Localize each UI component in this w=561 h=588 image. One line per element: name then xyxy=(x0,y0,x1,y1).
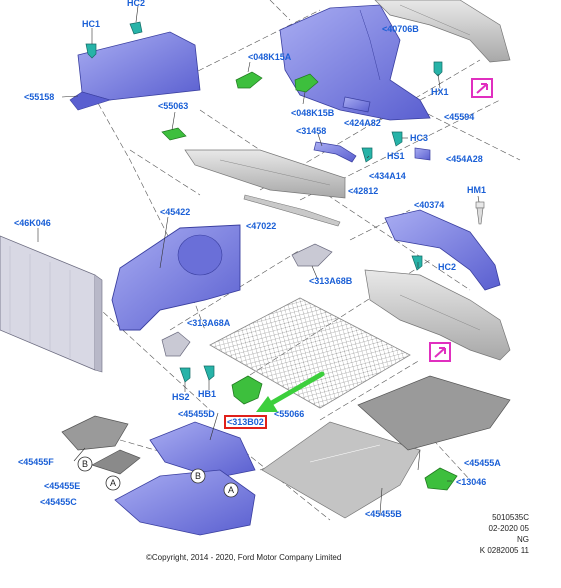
illustration-code: NG xyxy=(517,535,529,544)
part-55063-shape xyxy=(161,127,187,141)
body-structure-top xyxy=(374,0,511,63)
part-048K15A-shape xyxy=(235,71,263,89)
part-45455A-shape xyxy=(357,375,511,451)
circle-callouts: B A B A xyxy=(77,456,239,498)
callout-47022[interactable]: <47022 xyxy=(246,221,277,231)
callout-HS1[interactable]: HS1 xyxy=(387,151,405,161)
illustration-info: 5010535C 02-2020 05 NG K 0282005 11 xyxy=(480,512,529,556)
part-313B02-shape xyxy=(231,375,263,405)
callout-HC1[interactable]: HC1 xyxy=(82,19,101,29)
callout-45455F[interactable]: <45455F xyxy=(18,457,54,467)
illustration-ref: K 0282005 11 xyxy=(479,546,529,555)
callout-HC3[interactable]: HC3 xyxy=(410,133,429,143)
callout-13046[interactable]: <13046 xyxy=(456,477,487,487)
part-45455E-shape xyxy=(91,449,141,475)
circle-label-b: B xyxy=(82,459,88,469)
circle-label-a: A xyxy=(110,478,116,488)
callout-40706B[interactable]: <40706B xyxy=(382,24,419,34)
callout-42812[interactable]: <42812 xyxy=(348,186,379,196)
part-42812-shape xyxy=(184,149,346,199)
copyright-text: ©Copyright, 2014 - 2020, Ford Motor Comp… xyxy=(146,553,342,562)
teal-clips xyxy=(85,21,443,383)
part-048K15B-shape xyxy=(294,73,319,93)
callout-55158[interactable]: <55158 xyxy=(24,92,55,102)
callout-HX1[interactable]: HX1 xyxy=(431,87,449,97)
part-47022-shape xyxy=(243,194,341,227)
part-55158-shape xyxy=(69,31,201,111)
part-45455D-shape xyxy=(149,421,256,479)
illustration-number: 5010535C xyxy=(492,513,529,522)
callout-31458[interactable]: <31458 xyxy=(296,126,327,136)
callout-45455D[interactable]: <45455D xyxy=(178,409,215,419)
part-13046-shape xyxy=(424,467,458,491)
arrow-callout-icon xyxy=(471,78,493,98)
callout-45455C[interactable]: <45455C xyxy=(40,497,77,507)
part-45422-shape xyxy=(111,224,241,331)
callout-424A82[interactable]: <424A82 xyxy=(344,118,381,128)
part-40706B-shape xyxy=(279,4,431,121)
part-45455B-shape xyxy=(261,421,421,519)
callout-313A68B[interactable]: <313A68B xyxy=(309,276,353,286)
callout-HB1[interactable]: HB1 xyxy=(198,389,217,399)
circle-label-a: A xyxy=(228,485,234,495)
arrow-callout-icon xyxy=(429,342,451,362)
callout-45455A[interactable]: <45455A xyxy=(464,458,501,468)
callout-45455B[interactable]: <45455B xyxy=(365,509,402,519)
callout-40374[interactable]: <40374 xyxy=(414,200,445,210)
callout-454A28[interactable]: <454A28 xyxy=(446,154,483,164)
part-45455F-shape xyxy=(61,415,129,451)
callout-45422[interactable]: <45422 xyxy=(160,207,191,217)
callout-45594[interactable]: <45594 xyxy=(444,112,475,122)
tether-arrow-icon xyxy=(256,371,325,412)
part-HM1-shape xyxy=(475,201,485,225)
callout-46K046[interactable]: <46K046 xyxy=(14,218,51,228)
part-46K046-shape xyxy=(0,235,103,373)
callout-434A14[interactable]: <434A14 xyxy=(369,171,406,181)
callout-313B02-highlighted[interactable]: <313B02 xyxy=(224,415,267,429)
illustration-date: 02-2020 05 xyxy=(488,524,529,533)
part-55066-shape xyxy=(209,297,411,409)
callout-55066[interactable]: <55066 xyxy=(274,409,305,419)
callout-HS2[interactable]: HS2 xyxy=(172,392,190,402)
callout-313A68A[interactable]: <313A68A xyxy=(187,318,231,328)
callout-55063[interactable]: <55063 xyxy=(158,101,189,111)
part-40374-shape xyxy=(384,209,501,291)
callout-HC2[interactable]: HC2 xyxy=(127,0,146,8)
callout-048K15A[interactable]: <048K15A xyxy=(248,52,292,62)
callout-HC2[interactable]: HC2 xyxy=(438,262,457,272)
small-brackets xyxy=(313,96,431,163)
callout-HM1[interactable]: HM1 xyxy=(467,185,487,195)
part-45455C-shape xyxy=(114,469,256,536)
body-structure-mid xyxy=(364,269,511,361)
part-313A68A-shape xyxy=(161,331,191,357)
circle-label-b: B xyxy=(195,471,201,481)
leader-lines xyxy=(37,5,480,515)
callout-048K15B[interactable]: <048K15B xyxy=(291,108,335,118)
part-313A68B-shape xyxy=(291,243,333,267)
callout-45455E[interactable]: <45455E xyxy=(44,481,81,491)
